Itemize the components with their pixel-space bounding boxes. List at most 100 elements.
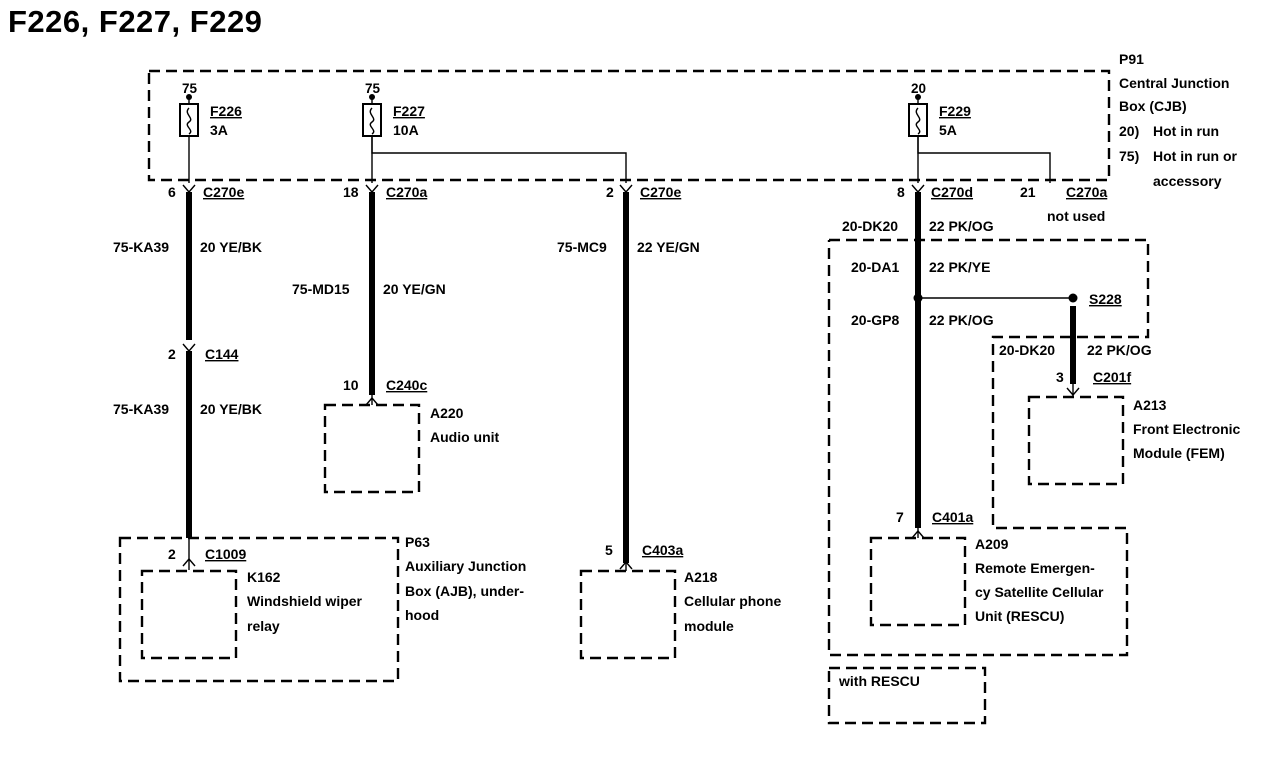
connector-chevron: [911, 184, 925, 194]
connector-chevron: [619, 184, 633, 194]
pin-label: 8: [897, 184, 905, 200]
connector-note: not used: [1047, 208, 1105, 224]
component-desc: Front Electronic: [1133, 421, 1241, 437]
component-desc: Auxiliary Junction: [405, 558, 526, 574]
connector-label: C270a: [1066, 184, 1107, 200]
connector-label: C144: [205, 346, 239, 362]
wire-spec: 20 YE/BK: [200, 401, 262, 417]
component-id-a218: A218: [684, 569, 718, 585]
cjb-line: 20): [1119, 123, 1139, 139]
fuse-ref-f229: 20: [911, 81, 926, 96]
wire-spec: 22 PK/YE: [929, 259, 990, 275]
pin-label: 2: [606, 184, 614, 200]
option-legend-box: [827, 666, 987, 725]
connector-chevron: [365, 184, 379, 194]
pin-label: 3: [1056, 369, 1064, 385]
fuse-f229: [908, 103, 928, 137]
fuse-id-f227: F227: [393, 103, 425, 119]
fuse-rating-f226: 3A: [210, 122, 228, 138]
component-desc: hood: [405, 607, 439, 623]
component-desc: Windshield wiper: [247, 593, 363, 609]
ajb-box: [118, 536, 400, 683]
component-desc: Box (AJB), under-: [405, 583, 524, 599]
connector-chevron: [911, 529, 925, 539]
wire-circuit: 20-DA1: [851, 259, 899, 275]
connector-chevron: [365, 396, 379, 406]
a213-box: [1027, 395, 1125, 486]
fuse-ref-f226: 75: [182, 81, 198, 96]
pin-label: 6: [168, 184, 176, 200]
component-desc: relay: [247, 618, 280, 634]
wire-circuit: 75-KA39: [113, 239, 169, 255]
fuse-id-f226: F226: [210, 103, 242, 119]
connector-label: C270a: [386, 184, 427, 200]
fuse-f227: [362, 103, 382, 137]
cjb-line: Hot in run or: [1153, 148, 1238, 164]
connector-chevron: [182, 343, 196, 353]
component-id-a209: A209: [975, 536, 1009, 552]
wire-spec: 22 YE/GN: [637, 239, 700, 255]
connector-chevron: [182, 557, 196, 567]
pin-label: 21: [1020, 184, 1036, 200]
wire-circuit: 75-MC9: [557, 239, 607, 255]
fuse-node: [915, 94, 921, 100]
wire-circuit: 20-GP8: [851, 312, 899, 328]
connector-chevron: [1066, 387, 1080, 397]
pin-label: 2: [168, 346, 176, 362]
cjb-bus-f227: [371, 136, 627, 183]
fuse-node: [369, 94, 375, 100]
wire-circuit: 75-KA39: [113, 401, 169, 417]
wire-spec: 20 YE/BK: [200, 239, 262, 255]
pin-label: 10: [343, 377, 359, 393]
connector-label: C403a: [642, 542, 683, 558]
connector-chevron: [619, 560, 633, 570]
splice-s228: [1068, 293, 1078, 303]
pin-label: 5: [605, 542, 613, 558]
wire-spec: 22 PK/OG: [929, 218, 994, 234]
wire-circuit: 20-DK20: [842, 218, 898, 234]
diagram-title: F226, F227, F229: [8, 4, 263, 39]
component-desc: Remote Emergen-: [975, 560, 1095, 576]
component-desc: Unit (RESCU): [975, 608, 1064, 624]
component-desc: Module (FEM): [1133, 445, 1225, 461]
connector-label: C1009: [205, 546, 246, 562]
component-desc: Cellular phone: [684, 593, 781, 609]
connector-label: C270d: [931, 184, 973, 200]
wire-spec: 22 PK/OG: [1087, 342, 1152, 358]
component-id-a213: A213: [1133, 397, 1167, 413]
component-desc: Audio unit: [430, 429, 500, 445]
a220-box: [323, 403, 421, 494]
pin-label: 7: [896, 509, 904, 525]
component-id-p63: P63: [405, 534, 430, 550]
option-legend-label: with RESCU: [838, 673, 920, 689]
wire-spec: 22 PK/OG: [929, 312, 994, 328]
fuse-f226: [179, 103, 199, 137]
pin-label: 18: [343, 184, 359, 200]
cjb-line: 75): [1119, 148, 1139, 164]
a218-box: [579, 569, 677, 660]
connector-label: C270e: [203, 184, 244, 200]
fuse-node: [186, 94, 192, 100]
splice-label: S228: [1089, 291, 1122, 307]
cjb-id: P91: [1119, 51, 1144, 67]
component-id-k162: K162: [247, 569, 281, 585]
cjb-line: Box (CJB): [1119, 98, 1187, 114]
fuse-rating-f227: 10A: [393, 122, 419, 138]
cjb-bus-f229: [917, 136, 1051, 183]
connector-label: C240c: [386, 377, 427, 393]
wire-circuit: 20-DK20: [999, 342, 1055, 358]
wire-circuit: 75-MD15: [292, 281, 350, 297]
connector-chevron: [182, 184, 196, 194]
cjb-line: Hot in run: [1153, 123, 1219, 139]
fuse-id-f229: F229: [939, 103, 971, 119]
connector-label: C401a: [932, 509, 973, 525]
cjb-box: [147, 69, 1111, 182]
component-desc: cy Satellite Cellular: [975, 584, 1104, 600]
a209-box: [869, 536, 967, 627]
cjb-line: Central Junction: [1119, 75, 1229, 91]
connector-label: C201f: [1093, 369, 1131, 385]
connector-label: C270e: [640, 184, 681, 200]
k162-box: [140, 569, 238, 660]
